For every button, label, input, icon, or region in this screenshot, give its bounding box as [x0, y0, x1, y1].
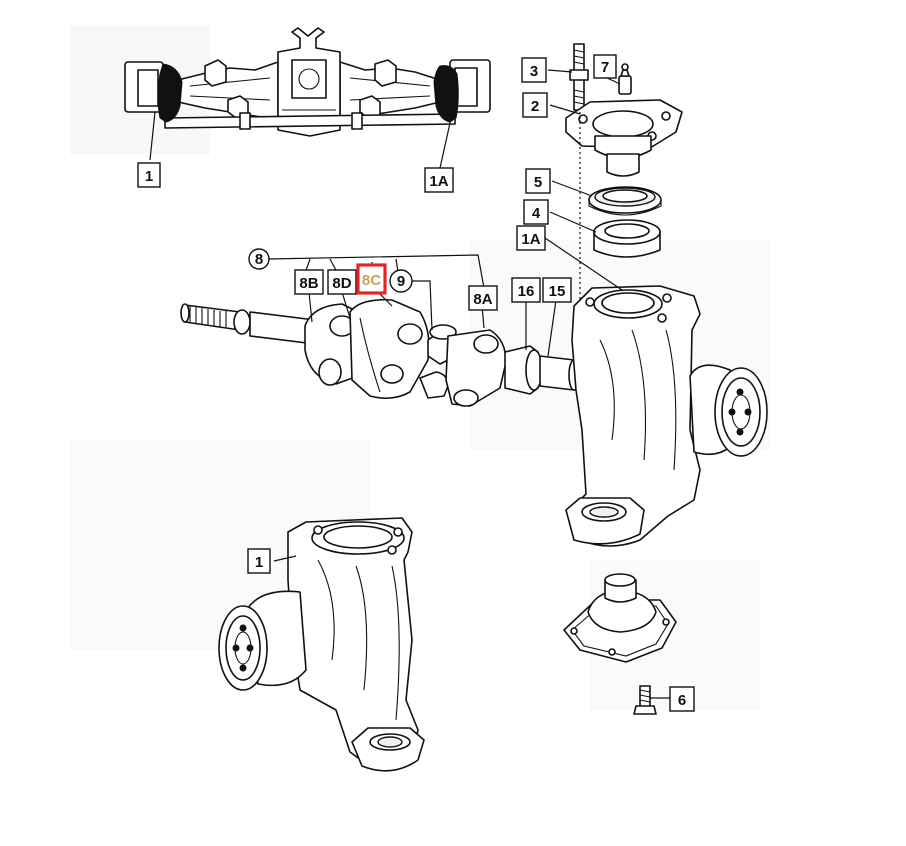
svg-text:6: 6 — [678, 692, 686, 709]
drive-shaft-assembly — [180, 298, 580, 407]
svg-text:15: 15 — [549, 283, 566, 300]
callout-1a-mid: 1A — [516, 225, 546, 251]
svg-text:4: 4 — [532, 205, 541, 222]
callout-1-top: 1 — [137, 162, 161, 188]
svg-text:9: 9 — [397, 273, 405, 290]
svg-text:7: 7 — [601, 59, 609, 76]
svg-text:1A: 1A — [521, 231, 540, 248]
callout-16: 16 — [511, 277, 541, 303]
svg-text:16: 16 — [518, 283, 535, 300]
upper-cap-plate — [565, 99, 683, 177]
svg-text:1: 1 — [255, 554, 263, 571]
svg-text:5: 5 — [534, 174, 542, 191]
svg-text:8A: 8A — [473, 291, 492, 308]
svg-text:1: 1 — [145, 168, 153, 185]
callout-1-bottom: 1 — [247, 548, 271, 574]
callout-8c-highlighted[interactable]: 8C — [356, 263, 387, 295]
seal-ring — [588, 186, 662, 216]
svg-text:8: 8 — [255, 251, 263, 268]
axle-assembly — [124, 27, 491, 137]
steering-knuckle-left — [218, 517, 425, 772]
callout-2: 2 — [522, 92, 548, 118]
callout-8a: 8A — [468, 285, 498, 311]
svg-text:3: 3 — [530, 63, 538, 80]
bolt — [633, 685, 657, 715]
callout-7: 7 — [593, 54, 617, 79]
callout-9: 9 — [389, 269, 413, 293]
callout-3: 3 — [521, 57, 547, 83]
svg-text:1A: 1A — [429, 173, 448, 190]
svg-text:8B: 8B — [299, 275, 318, 292]
callout-6: 6 — [669, 686, 695, 712]
svg-text:8C: 8C — [362, 272, 381, 289]
left-boot-highlight — [157, 63, 183, 123]
bearing-cup — [593, 219, 661, 258]
callout-1a-top: 1A — [424, 167, 454, 193]
grease-nipple — [618, 63, 632, 95]
callout-8: 8 — [248, 248, 270, 270]
callout-8d: 8D — [327, 269, 357, 295]
lower-cap-plate — [563, 573, 677, 663]
steering-knuckle-right — [565, 285, 768, 547]
leader-lines — [149, 69, 670, 699]
kingpin-stud — [569, 43, 589, 111]
svg-text:8D: 8D — [332, 275, 351, 292]
callout-4: 4 — [523, 199, 549, 225]
callout-5: 5 — [525, 168, 551, 194]
callout-15: 15 — [542, 277, 572, 303]
svg-text:2: 2 — [531, 98, 539, 115]
callout-8b: 8B — [294, 269, 324, 295]
